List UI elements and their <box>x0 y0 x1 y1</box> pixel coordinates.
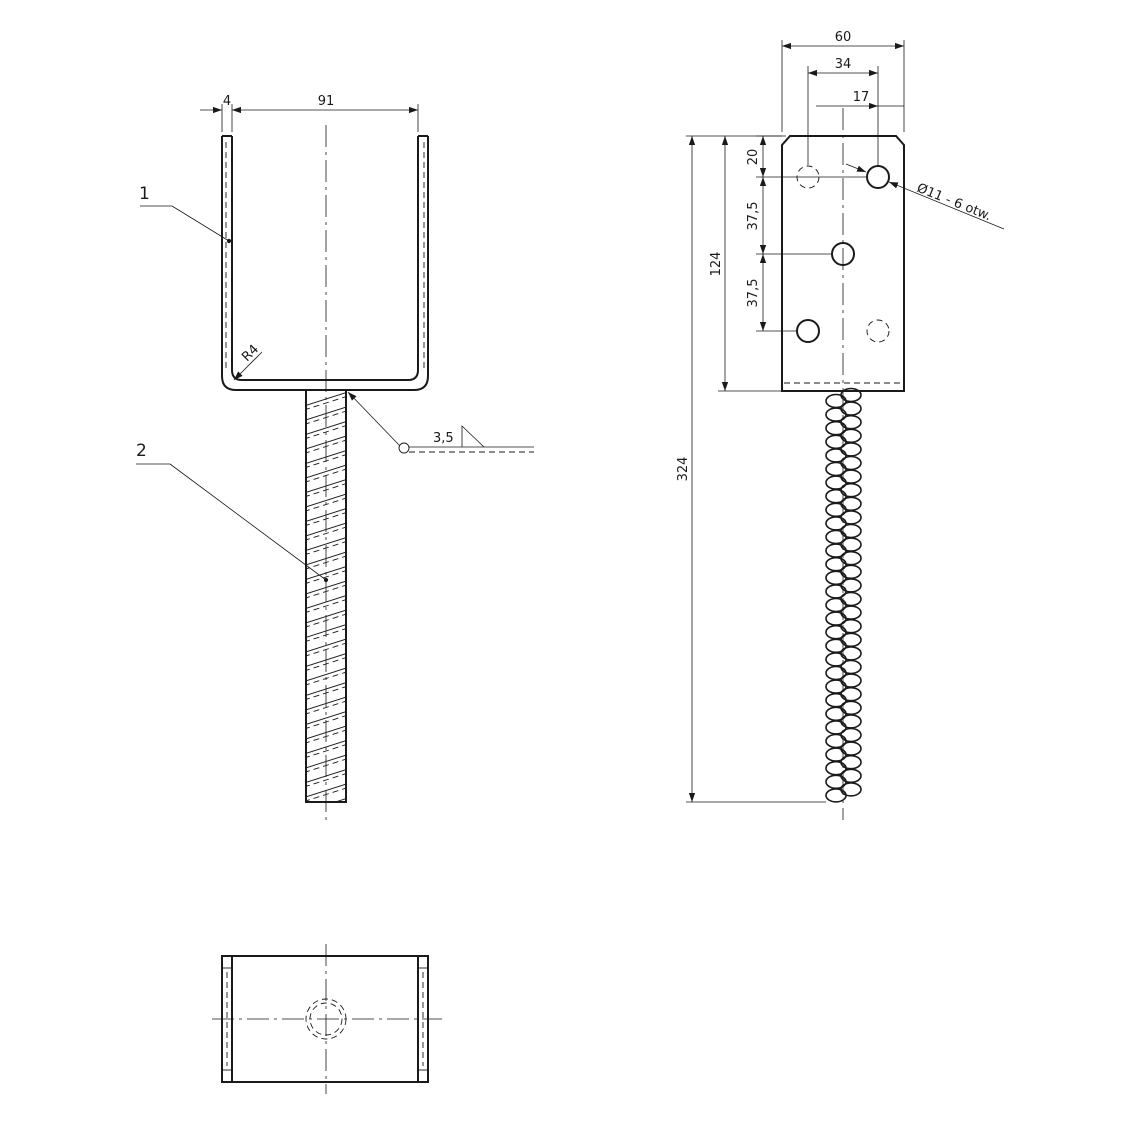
hole-bottom-right-hidden <box>866 319 890 343</box>
dim-side-heights: 124 324 <box>676 135 826 803</box>
hole-top-right <box>866 165 890 189</box>
hole-bottom-left <box>796 319 820 343</box>
side-plate <box>781 135 905 392</box>
dim-radius-label: R4 <box>239 342 262 365</box>
dim-pitch-lower-label: 37,5 <box>746 279 761 308</box>
dim-top-edge-label: 20 <box>746 149 761 166</box>
dim-hole-offset-label: 17 <box>853 90 870 105</box>
dim-side-width-label: 60 <box>835 30 852 45</box>
dim-total-height-label: 324 <box>676 457 691 482</box>
dim-side-pitch: 20 37,5 37,5 <box>746 135 866 332</box>
dim-thickness-label: 4 <box>223 94 231 109</box>
rebar-ribs <box>306 392 346 802</box>
dim-bracket-height-label: 124 <box>709 252 724 277</box>
u-bracket-inner <box>231 136 419 381</box>
dim-front-width: 4 91 <box>200 94 419 132</box>
dim-width-label: 91 <box>318 94 335 109</box>
dim-side-top: 60 34 17 <box>781 30 905 165</box>
svg-text:1: 1 <box>139 184 150 204</box>
top-view <box>212 944 442 1094</box>
weld-size-label: 3,5 <box>433 431 454 446</box>
front-view: 4 91 R4 3,5 1 2 <box>136 94 534 820</box>
flange-hidden-lines <box>225 142 425 372</box>
svg-text:2: 2 <box>136 441 147 461</box>
part-label-1: 1 <box>139 184 232 244</box>
hole-note-label: Ø11 - 6 otw. <box>915 181 994 224</box>
rebar-spiral <box>825 387 862 803</box>
radius-callout: R4 <box>233 342 263 381</box>
dim-pitch-upper-label: 37,5 <box>746 202 761 231</box>
side-view: 60 34 17 20 37,5 37,5 124 324 <box>676 30 1005 820</box>
hole-callout: Ø11 - 6 otw. <box>845 163 1005 230</box>
dim-hole-span-label: 34 <box>835 57 852 72</box>
part-label-2: 2 <box>136 441 329 583</box>
weld-symbol: 3,5 <box>347 391 534 454</box>
